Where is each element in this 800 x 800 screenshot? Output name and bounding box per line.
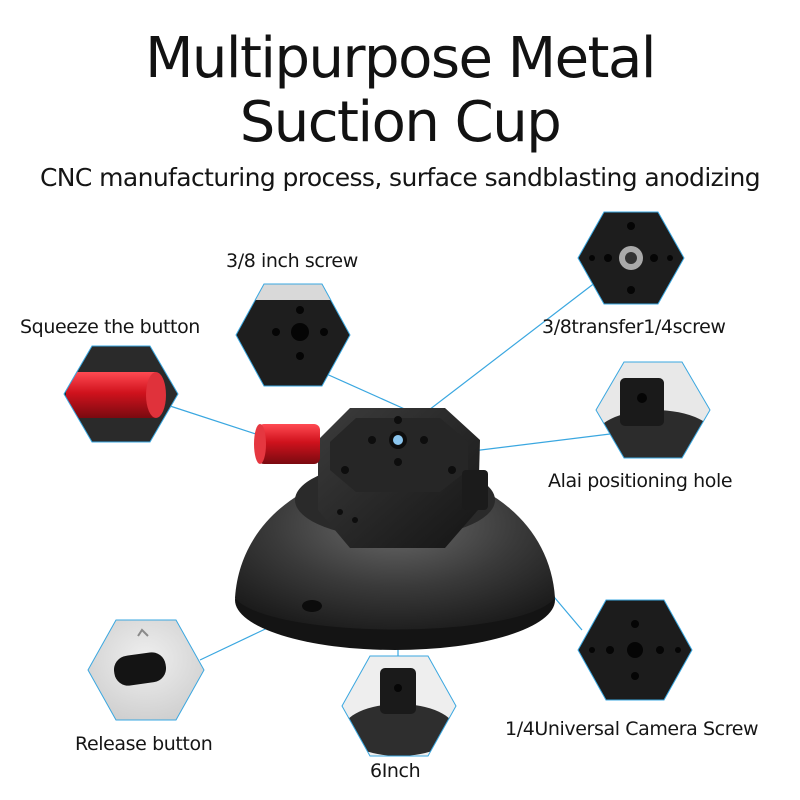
- hexagon-detail-alai: [596, 362, 710, 458]
- hexagon-detail-size: [342, 656, 456, 756]
- label-alai: Alai positioning hole: [548, 470, 733, 492]
- subtitle: CNC manufacturing process, surface sandb…: [39, 163, 761, 192]
- suction-cup-main: [235, 408, 555, 650]
- hexagon-detail-release: [88, 620, 204, 720]
- title-line-2: Suction Cup: [239, 90, 562, 155]
- hexagon-detail-squeeze: [64, 346, 178, 442]
- label-size: 6Inch: [370, 760, 421, 782]
- label-camera: 1/4Universal Camera Screw: [505, 718, 759, 740]
- label-screw38: 3/8 inch screw: [226, 250, 358, 272]
- label-release: Release button: [75, 733, 213, 755]
- label-transfer: 3/8transfer1/4screw: [542, 316, 726, 338]
- title-line-1: Multipurpose Metal: [145, 26, 656, 91]
- hexagon-detail-camera: [578, 600, 692, 700]
- hexagon-detail-transfer: [578, 212, 684, 304]
- label-squeeze: Squeeze the button: [20, 316, 200, 338]
- hexagon-detail-screw38: [236, 284, 350, 386]
